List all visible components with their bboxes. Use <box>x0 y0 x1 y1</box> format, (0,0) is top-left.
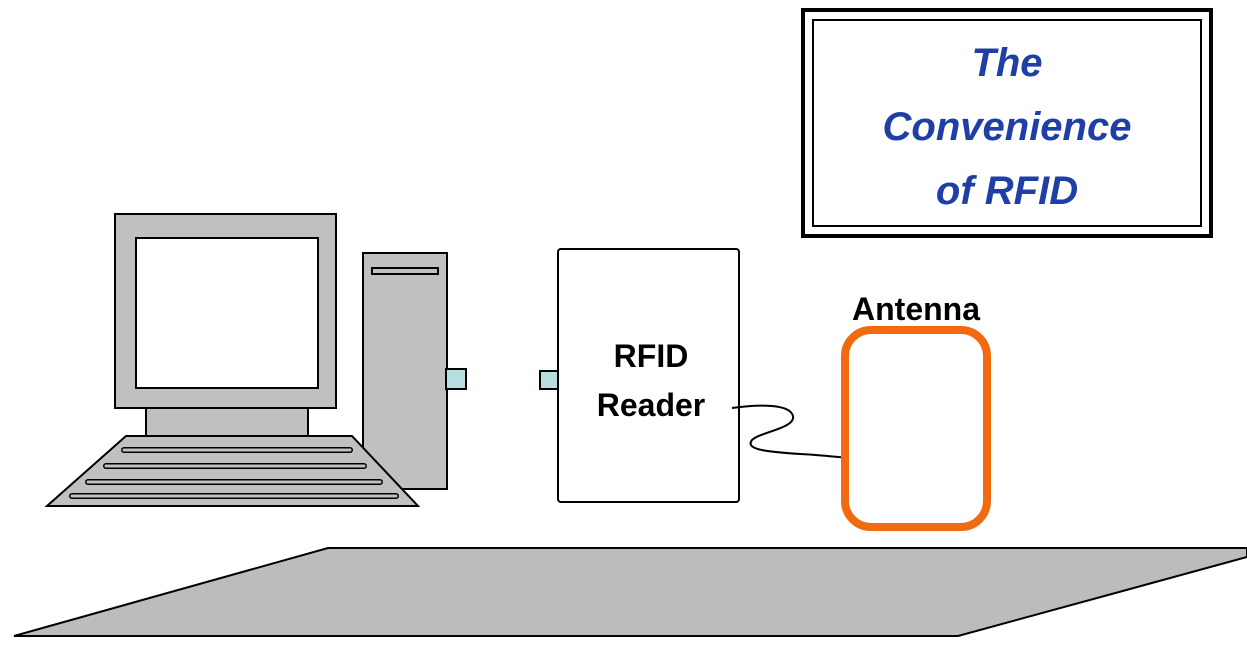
title-box-outer-border <box>801 8 1213 238</box>
computer-tower <box>362 252 467 490</box>
title-line-3: of RFID <box>936 169 1078 213</box>
tower-case <box>362 252 448 490</box>
title-box: The Convenience of RFID <box>801 8 1213 238</box>
floor-mat <box>13 547 1247 637</box>
antenna-loop <box>841 326 991 531</box>
antenna-label: Antenna <box>852 291 980 327</box>
title-box-inner-border <box>812 19 1202 227</box>
keyboard <box>44 435 421 507</box>
rfid-reader: RFID Reader <box>539 248 740 503</box>
reader-port <box>539 370 559 390</box>
reader-antenna-cable <box>731 404 849 459</box>
tower-drive-slot <box>371 267 439 275</box>
reader-box <box>557 248 740 503</box>
title-line-1: The <box>971 41 1042 85</box>
reader-label-line-1: RFID <box>614 338 689 374</box>
computer-port <box>445 368 467 390</box>
monitor-screen <box>135 237 319 389</box>
antenna: Antenna <box>841 291 991 531</box>
reader-label-line-2: Reader <box>597 387 706 423</box>
keyboard-body <box>44 435 421 507</box>
title-line-2: Convenience <box>883 105 1132 149</box>
computer-monitor <box>114 213 337 441</box>
